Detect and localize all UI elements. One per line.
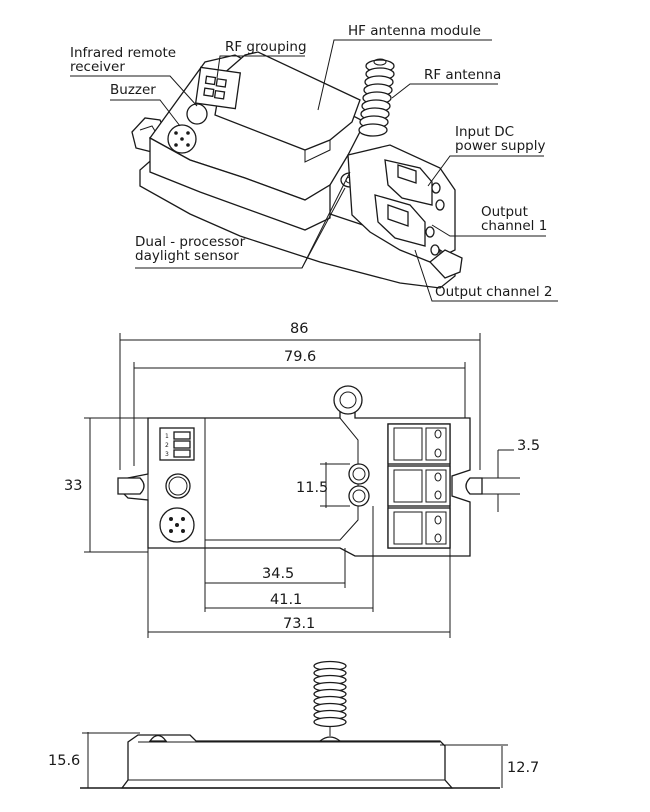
label-buzzer: Buzzer [110,82,156,98]
label-output-ch1-1: Output [481,204,528,220]
dim-body-height: 12.7 [507,760,539,776]
dim-total-height: 15.6 [48,753,80,769]
dim-a: 34.5 [262,566,294,582]
callouts: HF antenna module Infrared remote receiv… [70,23,558,302]
top-left-notch [117,477,145,495]
label-hf-antenna-module: HF antenna module [348,23,481,39]
iso-ir-receiver [186,103,208,125]
side-rf-antenna [313,660,347,736]
iso-terminal-block [347,144,456,272]
dim-sensor-spacing: 11.5 [296,480,328,496]
top-terminal-block [387,423,451,549]
iso-hf-module [214,51,361,151]
top-right-notch [465,477,483,495]
top-ir-receiver [165,473,191,499]
dim-b: 41.1 [270,592,302,608]
side-view: 15.6 12.7 [48,660,539,789]
switch-num-1: 1 [165,433,169,440]
label-input-dc-2: power supply [455,138,546,154]
iso-rf-antenna [358,58,395,137]
dim-height: 33 [64,478,82,494]
dim-body-length: 73.1 [283,616,315,632]
dim-terminal-width: 3.5 [517,438,540,454]
label-ir-receiver-1: Infrared remote [70,45,176,61]
top-dip-switch: 1 2 3 [159,427,195,461]
side-body [120,734,454,789]
dim-overall-length: 86 [290,321,308,337]
label-ir-receiver-2: receiver [70,59,125,75]
label-daylight-sensor-1: Dual - processor [135,234,246,250]
label-output-ch2: Output channel 2 [435,284,553,300]
top-view: 86 79.6 1 2 3 [64,321,540,638]
top-daylight-sensor-1 [348,463,370,485]
label-rf-antenna: RF antenna [424,67,501,83]
switch-num-3: 3 [165,451,169,458]
label-input-dc-1: Input DC [455,124,514,140]
isometric-view [131,51,463,289]
label-output-ch1-2: channel 1 [481,218,547,234]
top-antenna-loop [333,385,363,415]
top-daylight-sensor-2 [348,485,370,507]
dim-hole-spacing: 79.6 [284,349,316,365]
iso-right-ear [429,249,463,279]
iso-housing-side [149,136,331,231]
label-daylight-sensor-2: daylight sensor [135,248,239,264]
label-rf-grouping: RF grouping [225,39,307,55]
switch-num-2: 2 [165,442,169,449]
